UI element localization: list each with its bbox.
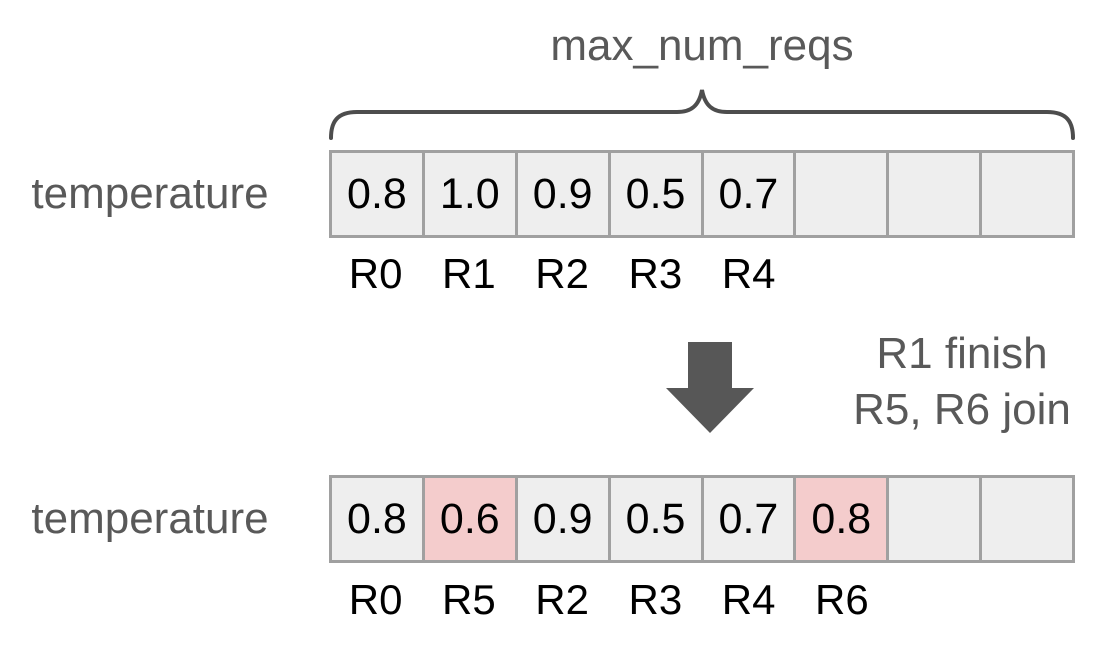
array-cell: 0.9 bbox=[517, 153, 611, 235]
array-cell: 0.8 bbox=[796, 478, 890, 560]
transition-line1: R1 finish bbox=[876, 329, 1048, 378]
down-arrow-icon bbox=[666, 342, 754, 433]
array-cell bbox=[982, 478, 1072, 560]
array-cell bbox=[889, 478, 983, 560]
array-cell bbox=[982, 153, 1072, 235]
max-num-reqs-label: max_num_reqs bbox=[550, 21, 854, 70]
array-cell: 0.9 bbox=[517, 478, 611, 560]
request-label: R4 bbox=[721, 576, 776, 623]
request-label: R4 bbox=[721, 250, 776, 297]
transition-line2: R5, R6 join bbox=[853, 385, 1071, 434]
array-cell: 0.5 bbox=[610, 478, 704, 560]
row-label-temperature-before: temperature bbox=[31, 169, 269, 218]
request-label: R1 bbox=[442, 250, 496, 297]
request-label: R0 bbox=[348, 250, 403, 297]
request-labels-after: R0 R5 R2 R3 R4 R6 bbox=[329, 576, 1075, 624]
request-label: R6 bbox=[815, 576, 869, 623]
array-cell: 0.6 bbox=[424, 478, 518, 560]
request-label: R3 bbox=[628, 576, 683, 623]
request-label: R2 bbox=[535, 576, 589, 623]
request-label bbox=[982, 250, 1075, 298]
array-cell: 1.0 bbox=[424, 153, 518, 235]
request-label: R5 bbox=[442, 576, 496, 623]
request-labels-before: R0 R1 R2 R3 R4 bbox=[329, 250, 1075, 298]
array-cell: 0.7 bbox=[703, 153, 797, 235]
curly-brace bbox=[329, 89, 1075, 140]
array-cell bbox=[796, 153, 890, 235]
array-cell: 0.8 bbox=[332, 478, 425, 560]
row-label-temperature-after: temperature bbox=[31, 494, 269, 543]
request-label: R0 bbox=[348, 576, 403, 623]
array-cell: 0.8 bbox=[332, 153, 425, 235]
request-label bbox=[795, 250, 888, 298]
request-label bbox=[982, 576, 1075, 624]
request-label: R3 bbox=[628, 250, 683, 297]
array-cell: 0.5 bbox=[610, 153, 704, 235]
array-cell bbox=[889, 153, 983, 235]
transition-note: R1 finish R5, R6 join bbox=[812, 326, 1110, 438]
array-cell: 0.7 bbox=[703, 478, 797, 560]
request-label bbox=[889, 576, 982, 624]
request-label bbox=[889, 250, 982, 298]
request-label: R2 bbox=[535, 250, 589, 297]
